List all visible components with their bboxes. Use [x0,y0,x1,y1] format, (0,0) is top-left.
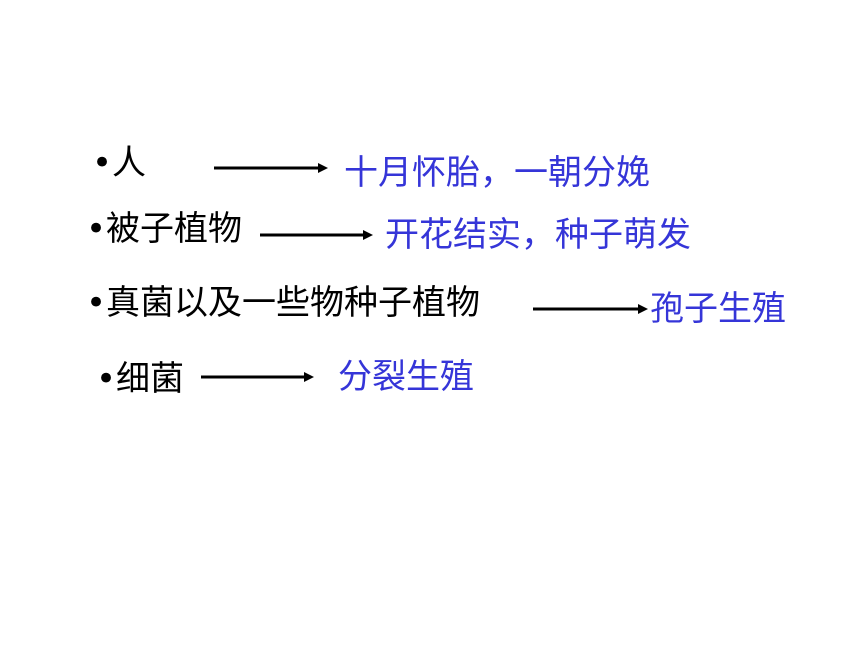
arrow-right-icon [533,302,648,316]
row-result-human: 十月怀胎，一朝分娩 [344,153,650,193]
row-label-human: •人 [92,143,147,183]
arrow-right-icon [201,370,314,384]
row-label-bacteria: •细菌 [96,359,185,399]
row-label-fungi: •真菌以及一些物种子植物 [86,283,481,323]
row-result-fungi: 孢子生殖 [650,289,786,329]
arrow-right-icon [214,161,328,175]
arrow-right-icon [260,228,373,242]
row-result-bacteria: 分裂生殖 [338,357,474,397]
row-result-angiosperm: 开花结实，种子萌发 [385,215,691,255]
row-label-angiosperm: •被子植物 [86,209,243,249]
